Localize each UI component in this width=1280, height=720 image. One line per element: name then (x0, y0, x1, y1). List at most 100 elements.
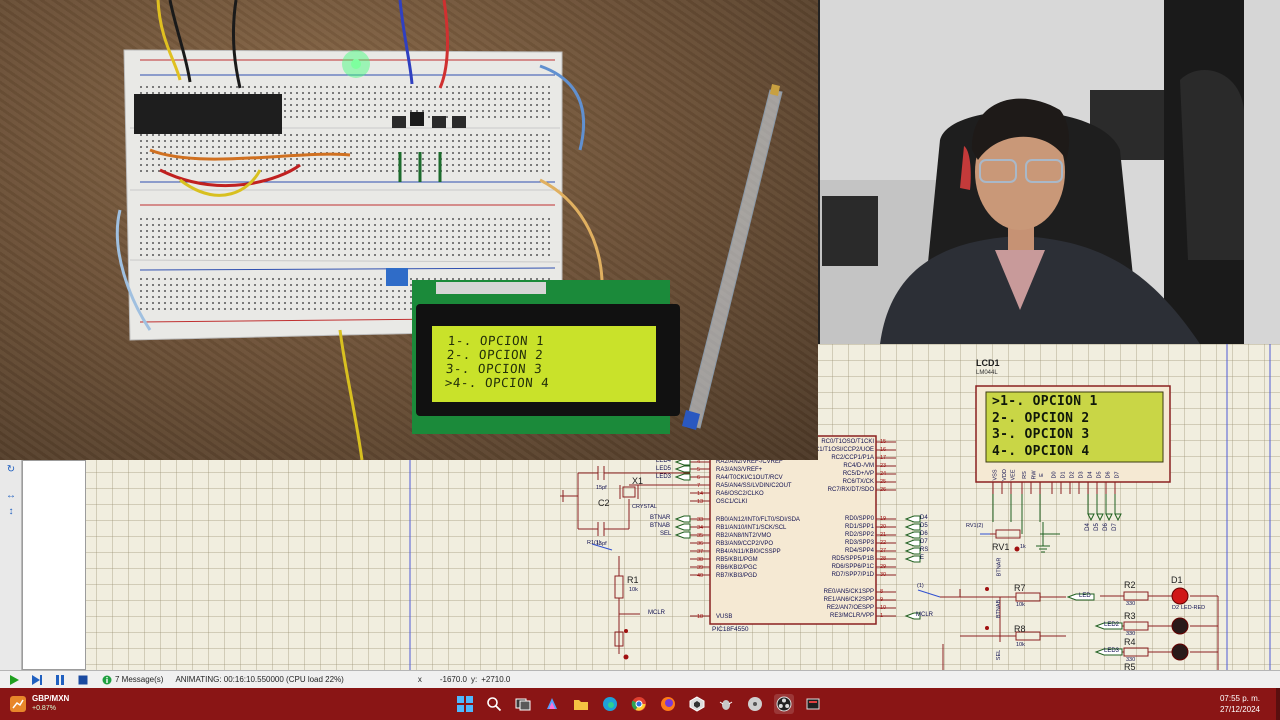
step-button[interactable] (28, 673, 46, 687)
pin-num-14: 14 (697, 491, 704, 497)
pin-num-17: 17 (880, 455, 887, 461)
mirror-horizontal-icon[interactable]: ↔ (6, 490, 16, 501)
lcd-ref-label[interactable]: LCD1 (976, 358, 1000, 368)
show-desktop-button[interactable] (1276, 688, 1280, 720)
sch-lcd-line-4: 4-. OPCION 4 (992, 443, 1090, 459)
stop-button[interactable] (74, 673, 92, 687)
ticker-symbol: GBP/MXN (32, 694, 70, 703)
resistor-r8-ref[interactable]: R8 (1014, 624, 1026, 634)
pin-num-34: 34 (697, 525, 704, 531)
resistor-r3-ref[interactable]: R3 (1124, 611, 1136, 621)
resistor-r1-ref[interactable]: R1 (627, 575, 639, 585)
resistor-r7-ref[interactable]: R7 (1014, 583, 1026, 593)
windows-start-icon (457, 696, 473, 712)
file-explorer-button[interactable] (571, 694, 591, 714)
pot-rv1-ref[interactable]: RV1 (992, 542, 1010, 552)
mcu-pin-rd1: RD1/SPP1 (844, 524, 874, 530)
resistor-r4-value: 330 (1126, 657, 1136, 663)
pin-num-10: 10 (880, 605, 887, 611)
play-button[interactable] (5, 673, 23, 687)
led-d1-ref[interactable]: D1 (1171, 575, 1183, 585)
net-led2: LED2 (1104, 622, 1120, 628)
photo-lcd-display: 1-. OPCION 1 2-. OPCION 2 3-. OPCION 3 >… (444, 333, 659, 400)
sch-lcd-line-3: 3-. OPCION 3 (992, 427, 1090, 442)
pin-num-15: 15 (880, 439, 887, 445)
mcu-pin-re2: RE2/AN7/OESPP (826, 605, 874, 611)
net-d4: D4 (920, 515, 928, 521)
led-d2-ref[interactable]: D2 (1172, 605, 1180, 611)
clock[interactable]: 07:55 p. m. 27/12/2024 (1220, 693, 1260, 715)
crystal-ref[interactable]: X1 (632, 476, 644, 486)
widgets-ticker[interactable]: GBP/MXN +0.87% (10, 694, 69, 714)
firefox-button[interactable] (658, 694, 678, 714)
mirror-vertical-icon[interactable]: ↕ (8, 506, 14, 517)
pin-num-5: 5 (697, 467, 701, 473)
disk-icon (748, 697, 762, 711)
pin-num-8: 8 (880, 589, 884, 595)
pin-num-27: 27 (880, 548, 887, 554)
cap-c2-ref[interactable]: C2 (598, 498, 610, 508)
device-selector-panel[interactable] (22, 460, 86, 670)
step-icon (32, 674, 42, 685)
pot-rv1-value: 1k (1020, 544, 1026, 550)
search-button[interactable] (484, 694, 504, 714)
net-mclr-2: MCLR (916, 612, 934, 618)
mcu-pin-rd7: RD7/SPP7/P1D (831, 572, 874, 578)
clock-time: 07:55 p. m. (1219, 694, 1260, 703)
pin-num-23: 23 (880, 463, 887, 469)
edge-button[interactable] (600, 694, 620, 714)
lcd-pin-labels: VSS VDD VEE RS RW E D0 D1 D2 D3 D4 D5 D6… (988, 464, 1128, 482)
rotate-icon[interactable]: ↻ (6, 464, 16, 475)
lcd-pin-vss: VSS (992, 469, 999, 481)
mcu-pin-vusb: VUSB (716, 614, 733, 620)
unity-button[interactable] (687, 694, 707, 714)
photo-lcd-line-4: >4-. OPCION 4 (444, 375, 550, 390)
mcu-right-pin-numbers: 15 16 17 23 24 25 26 19 20 21 22 27 28 2… (880, 438, 896, 620)
task-view-button[interactable] (513, 694, 533, 714)
mcu-pin-rd5: RD5/SPP5/P1B (831, 556, 874, 562)
pin-num-20: 20 (880, 524, 887, 530)
pause-button[interactable] (51, 673, 69, 687)
lcd-pin-d1: D1 (1060, 471, 1067, 479)
task-view-icon (515, 698, 531, 711)
mcu-pin-rb6: RB6/KBI2/PGC (716, 565, 758, 571)
disk-button[interactable] (745, 694, 765, 714)
pin-num-36: 36 (697, 541, 704, 547)
mcu-left-pin-numbers: 4 5 6 7 14 13 33 34 35 36 37 38 39 40 18 (697, 458, 709, 621)
mcu-pin-rb3: RB3/AN9/CCP2/VPO (716, 541, 774, 547)
pickit-button[interactable] (803, 694, 823, 714)
resistor-r3-value: 330 (1126, 631, 1136, 637)
resistor-r2-ref[interactable]: R2 (1124, 580, 1136, 590)
resistor-r4-ref[interactable]: R4 (1124, 637, 1136, 647)
play-icon (10, 674, 19, 685)
schematic-drawing (409, 344, 1271, 670)
obs-button[interactable] (774, 694, 794, 714)
proteus-left-toolbar: ↻ ↔ ↕ (0, 460, 22, 670)
mcu-pin-rb0: RB0/AN12/INT0/FLT0/SDI/SDA (716, 517, 800, 523)
pin-num-30: 30 (880, 572, 887, 578)
mcu-pin-re1: RE1/AN6/CK2SPP (823, 597, 874, 603)
start-button[interactable] (455, 694, 475, 714)
copilot-button[interactable] (542, 694, 562, 714)
mcu-part-label[interactable]: PIC18F4550 (712, 626, 749, 633)
animating-status: ANIMATING: 00:16:10.550000 (CPU load 22%… (175, 675, 344, 684)
mcu-pin-ra2: RA2/AN2/VREF-/CVREF (716, 459, 783, 465)
chrome-icon (631, 697, 646, 711)
chrome-button[interactable] (629, 694, 649, 714)
pin-num-37: 37 (697, 549, 704, 555)
lcd-pin-d5: D5 (1096, 471, 1103, 479)
mcu-left-pin-labels: RA2/AN2/VREF-/CVREF RA3/AN3/VREF+ RA4/T0… (716, 458, 806, 621)
net-rs: RS (920, 547, 929, 553)
lcd-pin-vee: VEE (1010, 469, 1017, 481)
pin-num-26: 26 (880, 487, 887, 493)
lcd-pin-d6: D6 (1105, 471, 1112, 479)
mcu-pin-rc2: RC2/CCP1/P1A (831, 455, 874, 461)
chart-trend-icon (10, 696, 26, 712)
pin-num-24: 24 (880, 471, 887, 477)
messages-indicator[interactable]: 7 Message(s) (102, 675, 163, 685)
led-d1-lit (1171, 587, 1189, 605)
debugger-button[interactable] (716, 694, 736, 714)
net-d5: D5 (920, 523, 928, 529)
resistor-r5-ref[interactable]: R5 (1124, 662, 1136, 672)
